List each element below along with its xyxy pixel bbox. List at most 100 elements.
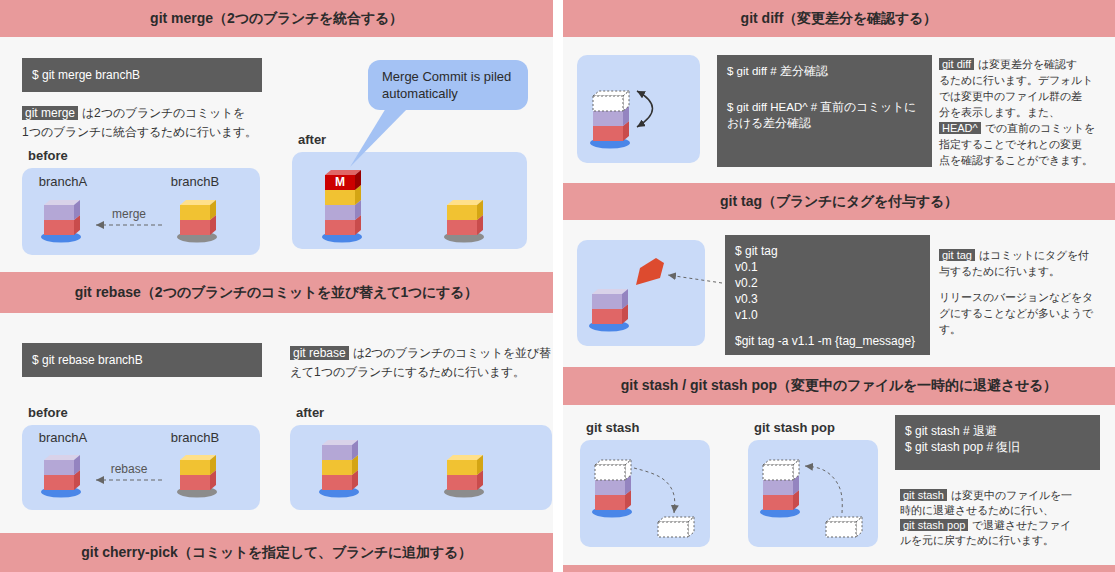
column-background [0,0,553,572]
header-title: git diff（変更差分を確認する） [741,10,938,28]
panel-heading: git stash pop [754,420,835,435]
curved-arrow [637,91,653,127]
header-band: git cherry-pick（コミットを指定して、ブランチに追加する） [0,533,553,572]
commit-cube [447,200,483,220]
blue-panel [580,440,710,547]
commit-cube [44,455,80,475]
dashed-cube [763,460,799,480]
command-tag: git diff [939,58,974,70]
command-box: $ git stash # 退避$ git stash pop # 復旧 [895,415,1100,470]
branch-stack: branchB [162,174,228,240]
header-band: git stash / git stash pop（変更中のファイルを一時的に退… [563,367,1115,405]
dashed-arrow [668,275,722,283]
branch-name: branchA [30,174,96,190]
branch-name: branchA [30,430,96,446]
command-box: $ git merge branchB [22,58,262,92]
commit-cube [44,200,80,220]
description-text: git stashは変更中のファイルを一 時的に退避させるために行い、git s… [900,488,1095,548]
command-box: $ git tagv0.1v0.2v0.3v1.0 $git tag -a v1.… [725,235,930,355]
branch-stack: branchB [162,430,228,496]
header-title: git rebase（2つのブランチのコミットを並び替えて1つにする） [75,284,479,302]
header-band: git merge（2つのブランチを統合する） [0,0,553,37]
blue-panel [748,440,878,547]
command-text: $ git diff # 差分確認 [727,63,922,79]
blue-panel [22,168,260,255]
header-band: git rebase（2つのブランチのコミットを並び替えて1つにする） [0,272,553,313]
commit-cube [325,170,361,190]
dashed-cube [595,460,631,480]
branch-stack: branchA [30,174,96,240]
description-text: リリースのバージョンなどをタ グにすることなどが多いようで す。 [939,289,1105,337]
command-tag: git tag [939,249,975,261]
column-background [563,0,1115,572]
header-band [563,565,1115,572]
command-text: v1.0 [735,307,920,323]
branch-name: branchB [162,430,228,446]
edge-label: rebase [111,462,148,477]
command-text: $ git merge branchB [32,67,252,83]
panel-heading: after [296,405,324,420]
dashed-cube [593,91,629,111]
command-box: $ git rebase branchB [22,343,262,377]
blue-panel [22,425,260,510]
curved-arrow [805,466,842,513]
command-text: v0.3 [735,291,920,307]
header-title: git stash / git stash pop（変更中のファイルを一時的に退… [621,377,1057,395]
dashed-arrow [96,479,162,480]
command-text: $ git diff HEAD^ # 直前のコミットに おける差分確認 [727,99,922,131]
command-tag: git rebase [290,346,349,360]
diagram-panel: after [290,425,552,510]
dashed-cube [826,517,862,537]
curved-arrow [634,468,675,513]
description-text: リリースのバージョンなどをタ グにすることなどが多いようで す。 [939,291,1093,335]
command-tag: git stash pop [900,519,968,531]
panel-heading: before [28,405,68,420]
branch-stack: branchA [30,430,96,496]
commit-label: M [335,175,345,190]
command-text: $git tag -a v1.1 -m {tag_message} [735,333,920,349]
command-text: v0.1 [735,259,920,275]
dashed-cube [658,517,694,537]
header-title: git merge（2つのブランチを統合する） [150,10,403,28]
diagram-panel: Mafter [292,152,527,249]
diagram-panel: git stash pop [748,440,878,547]
header-band: git tag（ブランチにタグを付与する） [563,183,1115,220]
command-tag: git merge [22,106,78,120]
blue-panel [290,425,552,510]
blue-panel [577,55,700,163]
description-text: git tagはコミットにタグを付 与するために行います。 [939,247,1105,279]
callout-tail [350,108,408,167]
tag-symbol [636,258,664,285]
diagram-panel: git stash [580,440,710,547]
branch-name: branchB [162,174,228,190]
description-text: git mergeは2つのブランチのコミットを 1つのブランチに統合するために行… [22,104,262,142]
commit-cube [592,289,628,309]
header-band: git diff（変更差分を確認する） [563,0,1115,37]
command-text: $ git stash # 退避 [905,423,1090,439]
commit-cube [322,440,358,460]
command-text: $ git stash pop # 復旧 [905,439,1090,455]
command-text: $ git rebase branchB [32,352,252,368]
panel-heading: git stash [586,420,639,435]
dashed-arrow [96,224,162,225]
command-text: v0.2 [735,275,920,291]
command-tag: git stash [900,489,947,501]
header-title: git cherry-pick（コミットを指定して、ブランチに追加する） [81,544,471,562]
description-text: git diffは変更差分を確認す るために行います。デフォルト では変更中のフ… [939,56,1105,168]
callout-text: Merge Commit is piled automatically [382,68,514,102]
blue-panel [292,152,527,249]
edge-label: merge [112,207,146,222]
command-box: $ git diff # 差分確認 $ git diff HEAD^ # 直前のコ… [717,55,932,167]
commit-cube [180,200,216,220]
blue-panel [577,240,705,346]
speech-bubble: Merge Commit is piled automatically [368,60,528,110]
header-title: git tag（ブランチにタグを付与する） [720,193,958,211]
panel-heading: after [298,132,326,147]
command-text: $ git tag [735,243,920,259]
commit-cube [180,455,216,475]
merge-commit-cube: M [325,175,355,190]
commit-cube [447,455,483,475]
description-text: git rebaseは2つのブランチのコミットを並び替 えて1つのブランチにする… [290,344,552,382]
panel-heading: before [28,148,68,163]
command-tag: HEAD^ [939,122,981,134]
